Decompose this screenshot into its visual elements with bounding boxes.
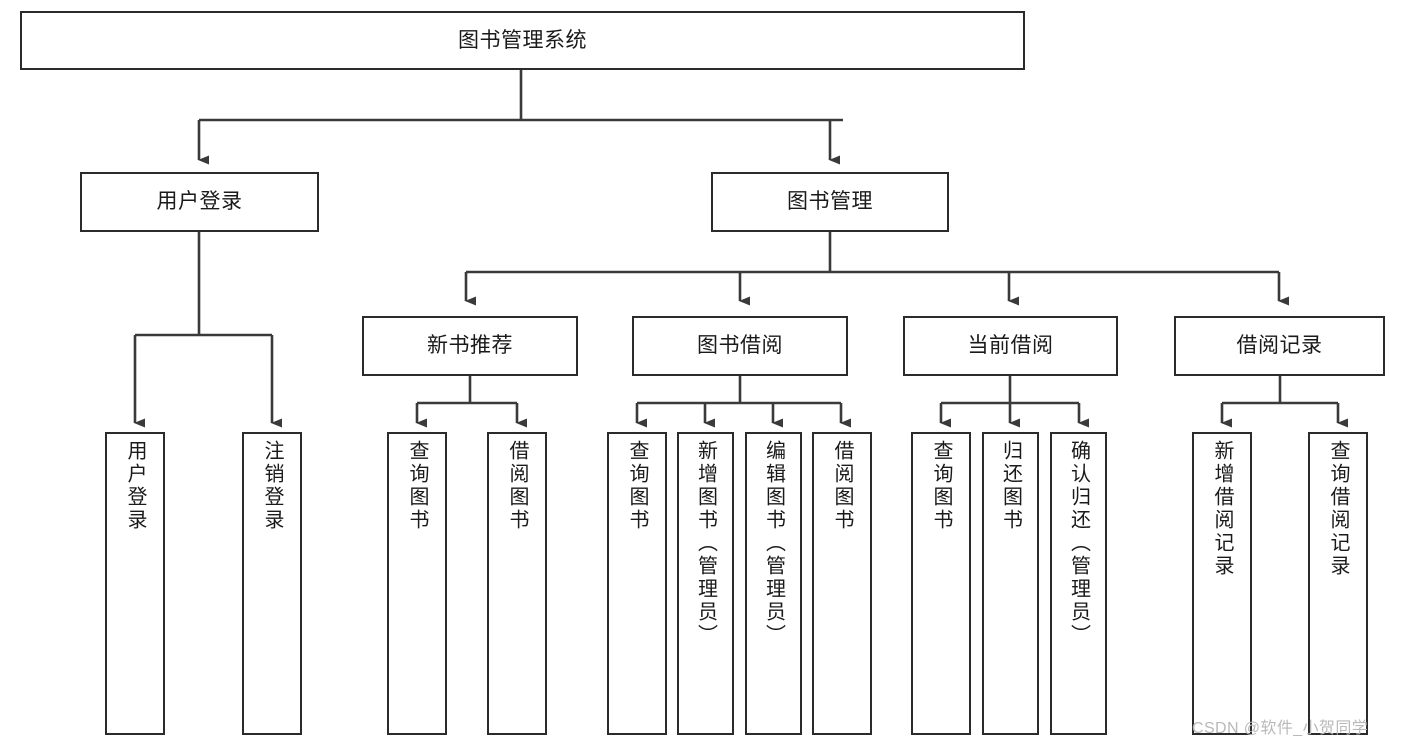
node-leaf-edit-book-admin[interactable]: 编辑图书（管理员） <box>745 432 802 735</box>
node-label: 查询借阅记录 <box>1327 440 1349 578</box>
node-book-borrowing[interactable]: 图书借阅 <box>632 316 848 376</box>
node-label: 当前借阅 <box>967 334 1054 358</box>
node-borrowing-record[interactable]: 借阅记录 <box>1174 316 1385 376</box>
node-label: 图书管理 <box>787 190 873 214</box>
node-leaf-add-book-admin[interactable]: 新增图书（管理员） <box>677 432 734 735</box>
node-label: 查询图书 <box>406 440 428 532</box>
node-label: 借阅图书 <box>506 440 528 532</box>
node-label: 借阅记录 <box>1236 334 1323 358</box>
node-label: 图书借阅 <box>697 334 783 358</box>
node-leaf-return-book[interactable]: 归还图书 <box>982 432 1039 735</box>
node-book-management[interactable]: 图书管理 <box>711 172 949 232</box>
csdn-watermark: CSDN @软件_小贺同学 <box>1192 720 1369 737</box>
node-label: 新书推荐 <box>427 334 513 358</box>
node-label: 编辑图书（管理员） <box>762 440 785 647</box>
node-root-book-management-system[interactable]: 图书管理系统 <box>20 11 1025 70</box>
node-leaf-add-borrow-record[interactable]: 新增借阅记录 <box>1192 432 1252 735</box>
node-label: 用户登录 <box>156 190 243 214</box>
node-label: 借阅图书 <box>831 440 853 532</box>
node-user-login[interactable]: 用户登录 <box>80 172 319 232</box>
node-leaf-query-book-borrow[interactable]: 查询图书 <box>607 432 667 735</box>
node-label: 确认归还（管理员） <box>1067 440 1090 647</box>
node-leaf-borrow-book-newbook[interactable]: 借阅图书 <box>487 432 547 735</box>
node-leaf-user-login[interactable]: 用户登录 <box>105 432 165 735</box>
node-leaf-query-book-newbook[interactable]: 查询图书 <box>387 432 447 735</box>
node-leaf-borrow-book-borrow[interactable]: 借阅图书 <box>812 432 872 735</box>
node-new-book-recommendation[interactable]: 新书推荐 <box>362 316 578 376</box>
node-label: 图书管理系统 <box>458 28 587 52</box>
node-leaf-query-borrow-record[interactable]: 查询借阅记录 <box>1308 432 1368 735</box>
node-label: 注销登录 <box>261 440 283 532</box>
node-current-borrowing[interactable]: 当前借阅 <box>903 316 1118 376</box>
node-label: 用户登录 <box>124 440 146 532</box>
node-label: 查询图书 <box>930 440 952 532</box>
node-leaf-query-book-current[interactable]: 查询图书 <box>911 432 971 735</box>
node-label: 新增图书（管理员） <box>694 440 717 647</box>
node-label: 新增借阅记录 <box>1211 440 1233 578</box>
node-label: 归还图书 <box>999 440 1022 532</box>
node-label: 查询图书 <box>626 440 648 532</box>
node-leaf-confirm-return-admin[interactable]: 确认归还（管理员） <box>1050 432 1107 735</box>
node-leaf-logout[interactable]: 注销登录 <box>242 432 302 735</box>
